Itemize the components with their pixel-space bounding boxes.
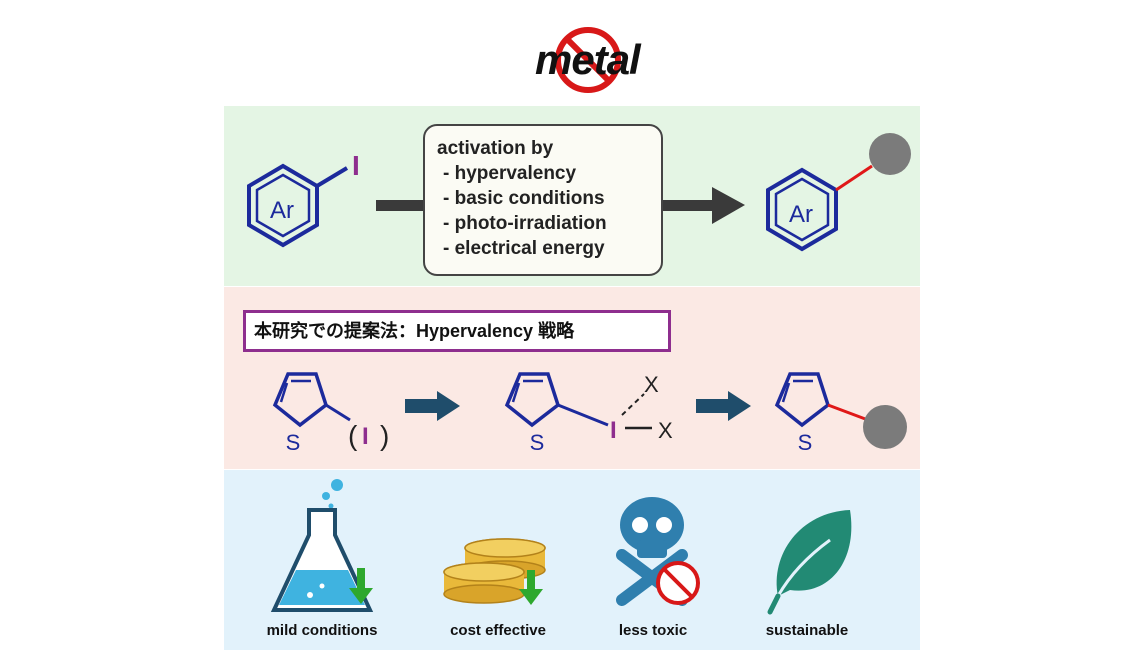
thiophene-iodide-structure — [272, 372, 351, 428]
ligand-x-right: X — [658, 418, 673, 443]
benefit-label-sustainable: sustainable — [765, 622, 849, 639]
benefit-label-mild: mild conditions — [266, 622, 378, 639]
sulfur-label-2: S — [530, 430, 545, 455]
proposal-arrow-1 — [405, 391, 460, 421]
ligand-x-top: X — [644, 372, 659, 397]
sulfur-label-3: S — [798, 430, 813, 455]
benefit-label-toxic: less toxic — [618, 622, 688, 639]
activation-title: activation by — [437, 138, 554, 159]
flask-icon — [270, 479, 374, 612]
aryl-label-left: Ar — [270, 197, 294, 224]
coins-icon — [443, 538, 546, 605]
activation-item: - basic conditions — [443, 188, 605, 209]
activation-item: - electrical energy — [443, 238, 605, 259]
aryl-product-structure — [766, 133, 911, 252]
iodine-label-hypervalent: I — [610, 417, 617, 444]
proposal-arrow-2 — [696, 391, 751, 421]
aryl-iodide-structure — [247, 163, 349, 248]
aryl-label-right: Ar — [789, 201, 813, 228]
thiophene-product-structure — [774, 372, 907, 449]
activation-item: - hypervalency — [443, 163, 577, 184]
no-sign-icon — [555, 27, 621, 93]
title-metal: metal — [535, 36, 641, 83]
activation-box: activation by - hypervalency - basic con… — [423, 124, 663, 276]
reaction-arrow — [376, 187, 745, 224]
sulfur-label-1: S — [286, 430, 301, 455]
activation-item: - photo-irradiation — [443, 213, 607, 234]
iodine-label: I — [352, 150, 360, 181]
paren-open: ( — [348, 420, 358, 451]
paren-close: ) — [380, 420, 389, 451]
proposal-label: 本研究での提案法：Hypervalency 戦略 — [243, 310, 671, 352]
benefit-label-cost: cost effective — [450, 622, 546, 639]
hypervalent-iodine-structure — [504, 372, 652, 430]
skull-icon — [616, 497, 700, 606]
iodine-label-thiophene: I — [362, 423, 369, 450]
leaf-icon — [767, 510, 852, 615]
